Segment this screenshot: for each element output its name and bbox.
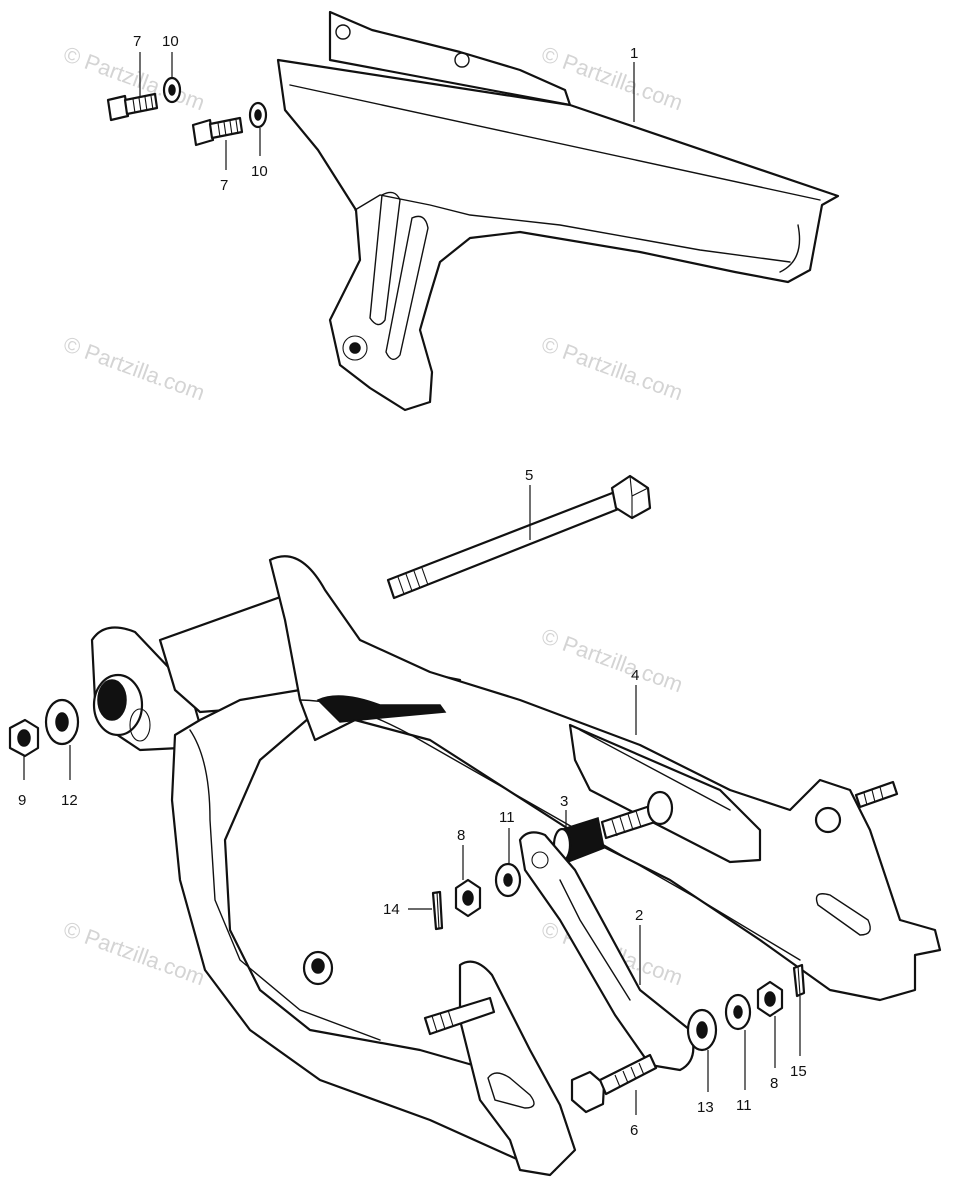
washer-part-11-lower[interactable]: [724, 993, 752, 1031]
callout-14: 14: [383, 901, 400, 918]
bolt-part-3[interactable]: [552, 790, 674, 864]
cotter-pin-part-14[interactable]: [431, 890, 444, 931]
nut-part-8-lower[interactable]: [756, 980, 784, 1018]
callout-6: 6: [630, 1122, 638, 1139]
callout-10: 10: [251, 163, 268, 180]
nut-part-9[interactable]: [8, 718, 40, 758]
bolt-part-6[interactable]: [570, 1053, 658, 1114]
pivot-bolt-part-5[interactable]: [386, 474, 652, 600]
callout-15: 15: [790, 1063, 807, 1080]
watermark: © Partzilla.com: [60, 916, 208, 990]
watermark: © Partzilla.com: [538, 331, 686, 405]
callout-3: 3: [560, 793, 568, 810]
callout-11: 11: [736, 1097, 752, 1114]
watermark: © Partzilla.com: [538, 623, 686, 697]
callout-2: 2: [635, 907, 643, 924]
washer-part-13[interactable]: [686, 1008, 718, 1052]
nut-part-8-upper[interactable]: [454, 878, 482, 918]
callout-5: 5: [525, 467, 533, 484]
washer-part-11-upper[interactable]: [494, 862, 522, 898]
callout-labels: 1 7 10 7 10 5 4 9 12 3 11 8 14 2 6 13 11…: [18, 33, 807, 1139]
swing-arm-part-4[interactable]: [90, 555, 942, 1177]
chain-case-part[interactable]: [276, 10, 840, 412]
callout-10: 10: [162, 33, 179, 50]
callout-7: 7: [133, 33, 141, 50]
callout-8: 8: [457, 827, 465, 844]
callout-12: 12: [61, 792, 78, 809]
bolt-part-7-upper[interactable]: [106, 92, 159, 122]
washer-part-12[interactable]: [44, 698, 80, 746]
callout-4: 4: [631, 667, 639, 684]
callout-7: 7: [220, 177, 228, 194]
bolt-part-7-lower[interactable]: [191, 116, 244, 147]
callout-1: 1: [630, 45, 638, 62]
washer-part-10-lower[interactable]: [248, 101, 268, 129]
callout-11: 11: [499, 809, 515, 826]
callout-8: 8: [770, 1075, 778, 1092]
cotter-pin-part-15[interactable]: [792, 963, 806, 998]
callout-13: 13: [697, 1099, 714, 1116]
leader-lines: [23, 52, 801, 1115]
callout-9: 9: [18, 792, 26, 809]
washer-part-10-upper[interactable]: [162, 76, 182, 104]
watermark: © Partzilla.com: [60, 331, 208, 405]
